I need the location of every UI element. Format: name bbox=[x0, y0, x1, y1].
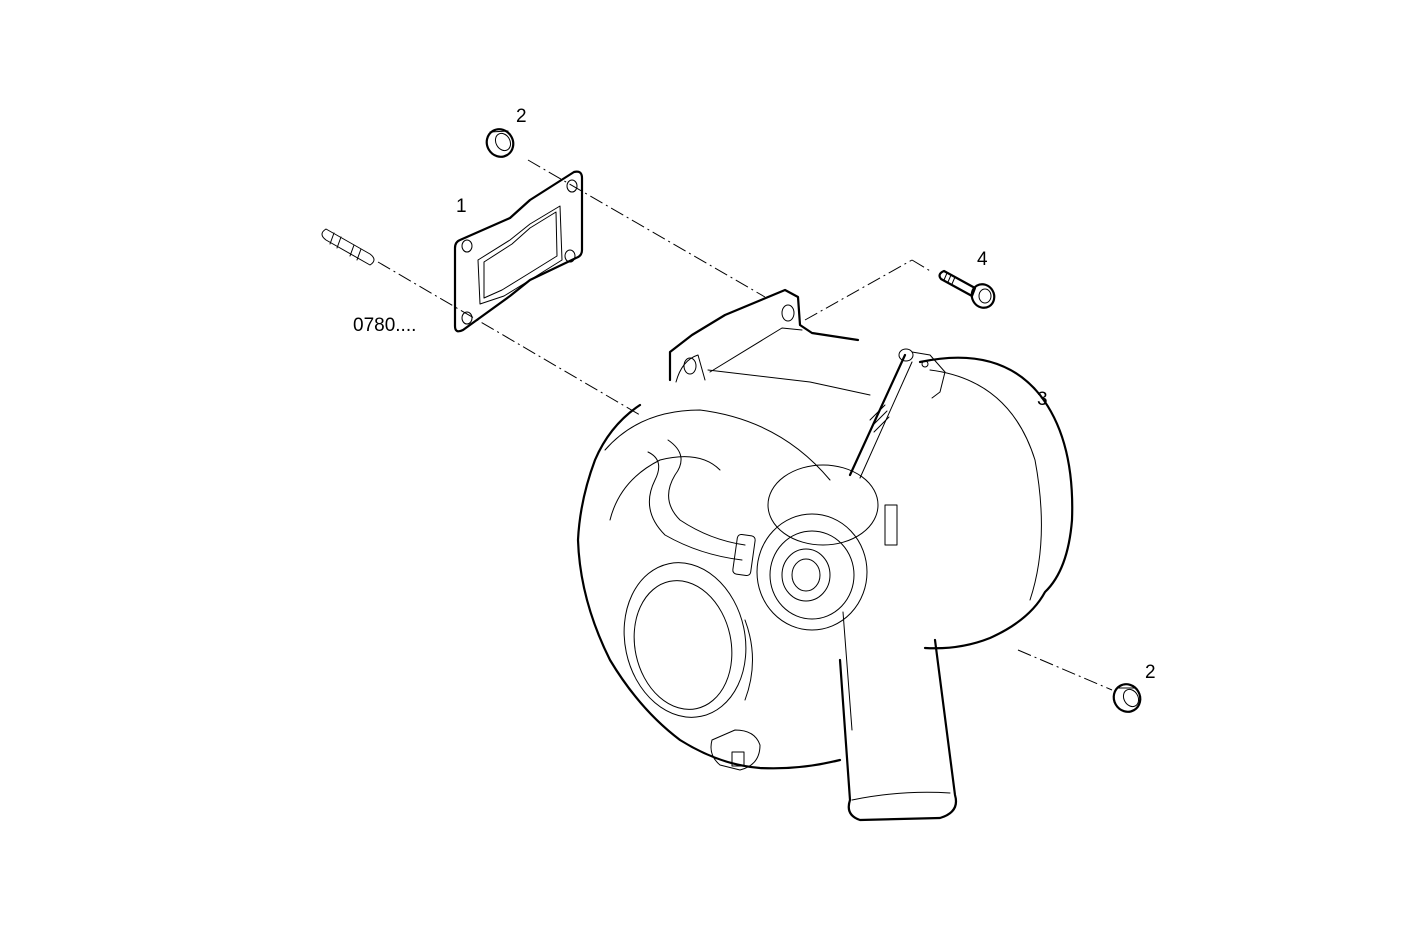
turbocharger-icon bbox=[576, 288, 1074, 822]
callout-4: 4 bbox=[977, 249, 988, 270]
callout-2-bottom: 2 bbox=[1145, 662, 1156, 683]
stud-icon bbox=[321, 228, 375, 266]
nut-icon bbox=[485, 128, 515, 158]
gasket-icon bbox=[453, 170, 584, 333]
bolt-icon bbox=[938, 269, 996, 309]
callout-3: 3 bbox=[1037, 389, 1048, 410]
callout-1: 1 bbox=[456, 196, 467, 217]
assembly-lines bbox=[377, 159, 1113, 691]
callout-2-top: 2 bbox=[516, 106, 527, 127]
nut-icon bbox=[1112, 683, 1142, 713]
reference-label: 0780.... bbox=[353, 315, 417, 336]
